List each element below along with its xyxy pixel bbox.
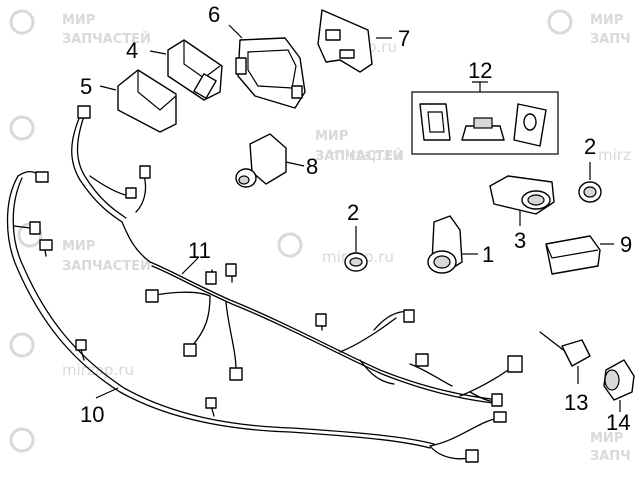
callouts: 1 2 2 3 4 5 6 7 8 9 10 11 12 13 14 xyxy=(80,2,632,435)
part-13-sensor xyxy=(539,331,591,384)
part-2-ring-upper xyxy=(578,162,602,203)
watermark-clipped-line2: ЗАПЧ xyxy=(590,32,631,47)
watermark-line1: МИР xyxy=(62,13,95,28)
watermark-url-clipped: mirz xyxy=(598,146,631,164)
watermark-logo-icon xyxy=(9,115,35,141)
watermark-top-left: МИР ЗАПЧАСТЕЙ xyxy=(9,9,151,47)
watermark-logo-icon xyxy=(9,427,35,453)
part-5-module xyxy=(99,69,177,133)
watermark-line2: ЗАПЧАСТЕЙ xyxy=(315,148,404,164)
watermark-bottom-left: mirzap.ru xyxy=(9,332,134,379)
callout-3: 3 xyxy=(514,228,526,253)
watermark-line2: ЗАПЧАСТЕЙ xyxy=(62,31,151,47)
wiring-harness xyxy=(6,105,523,463)
part-2-ring-lower xyxy=(344,226,368,272)
part-8-sensor xyxy=(235,133,305,188)
part-14-connector xyxy=(603,359,635,412)
watermark-line1: МИР xyxy=(62,239,95,254)
callout-8: 8 xyxy=(306,154,318,179)
callout-7: 7 xyxy=(398,26,410,51)
part-1-sensor xyxy=(427,215,478,274)
callout-13: 13 xyxy=(564,390,588,415)
part-7-bracket xyxy=(317,9,392,73)
watermark-url-bottom: mirzap.ru xyxy=(62,361,134,379)
watermark-clipped-line1: МИР xyxy=(590,13,623,28)
callout-6: 6 xyxy=(208,2,220,27)
watermark-logo-icon xyxy=(277,232,303,258)
watermark-top-right: МИР ЗАПЧ xyxy=(547,9,631,47)
watermark-logo-icon xyxy=(9,332,35,358)
callout-1: 1 xyxy=(482,242,494,267)
callout-5: 5 xyxy=(80,74,92,99)
watermark-line2: ЗАПЧАСТЕЙ xyxy=(62,258,151,274)
watermark-line1: МИР xyxy=(315,129,348,144)
callout-2-lower: 2 xyxy=(347,200,359,225)
part-9-module xyxy=(545,235,614,275)
watermark-group: МИР ЗАПЧАСТЕЙ МИР ЗАПЧ mirzap.ru МИР ЗАП… xyxy=(9,9,631,464)
callout-11: 11 xyxy=(188,238,211,263)
watermark-center: МИР ЗАПЧАСТЕЙ mirzap.ru xyxy=(17,222,394,274)
callout-2-upper: 2 xyxy=(584,134,596,159)
callout-10: 10 xyxy=(80,402,104,427)
watermark-clipped-line1: МИР xyxy=(590,431,623,446)
watermark-bottom: МИР ЗАПЧ xyxy=(9,427,631,464)
watermark-mid-left: МИР ЗАПЧАСТЕЙ xyxy=(9,115,404,164)
part-3-holder xyxy=(489,175,555,226)
part-4-module xyxy=(149,39,223,101)
kit-frame xyxy=(411,91,559,155)
callout-14: 14 xyxy=(606,410,630,435)
part-6-module xyxy=(228,24,306,109)
callout-4: 4 xyxy=(126,38,138,63)
part-12-kit xyxy=(411,81,559,155)
watermark-logo-icon xyxy=(547,9,573,35)
callout-9: 9 xyxy=(620,232,632,257)
callout-12: 12 xyxy=(468,58,492,83)
watermark-clipped-line2: ЗАПЧ xyxy=(590,449,631,464)
watermark-url-mid: mirzap.ru xyxy=(330,146,402,164)
watermark-logo-icon xyxy=(9,9,35,35)
